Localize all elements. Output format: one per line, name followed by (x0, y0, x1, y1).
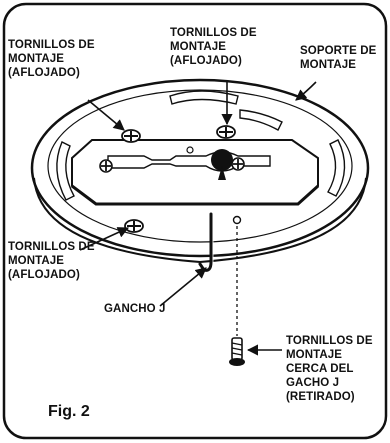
bracket-slots (56, 90, 346, 201)
leader-arrows (79, 81, 317, 356)
removed-screw (229, 337, 245, 366)
figure-border (2, 2, 388, 440)
rim-hole (232, 215, 242, 225)
screw-plate-left (99, 159, 113, 173)
figure-label: Fig. 2 (48, 403, 90, 420)
screw-left (121, 129, 141, 143)
label-screw-removed: TORNILLOS DE MONTAJE CERCA DEL GACHO J (… (286, 335, 373, 403)
center-plate (71, 139, 320, 206)
label-mounting-bracket: SOPORTE DE MONTAJE (300, 45, 377, 71)
label-j-hook: GANCHO J (104, 303, 166, 315)
label-screws-bottom-left: TORNILLOS DE MONTAJE (AFLOJADO) (8, 241, 95, 281)
screw-center (216, 125, 236, 139)
screw-bottom-left (124, 219, 144, 233)
label-screws-top-left: TORNILLOS DE MONTAJE (AFLOJADO) (8, 39, 95, 79)
label-screws-top-center: TORNILLOS DE MONTAJE (AFLOJADO) (170, 27, 257, 67)
screw-plate-right (231, 157, 245, 171)
